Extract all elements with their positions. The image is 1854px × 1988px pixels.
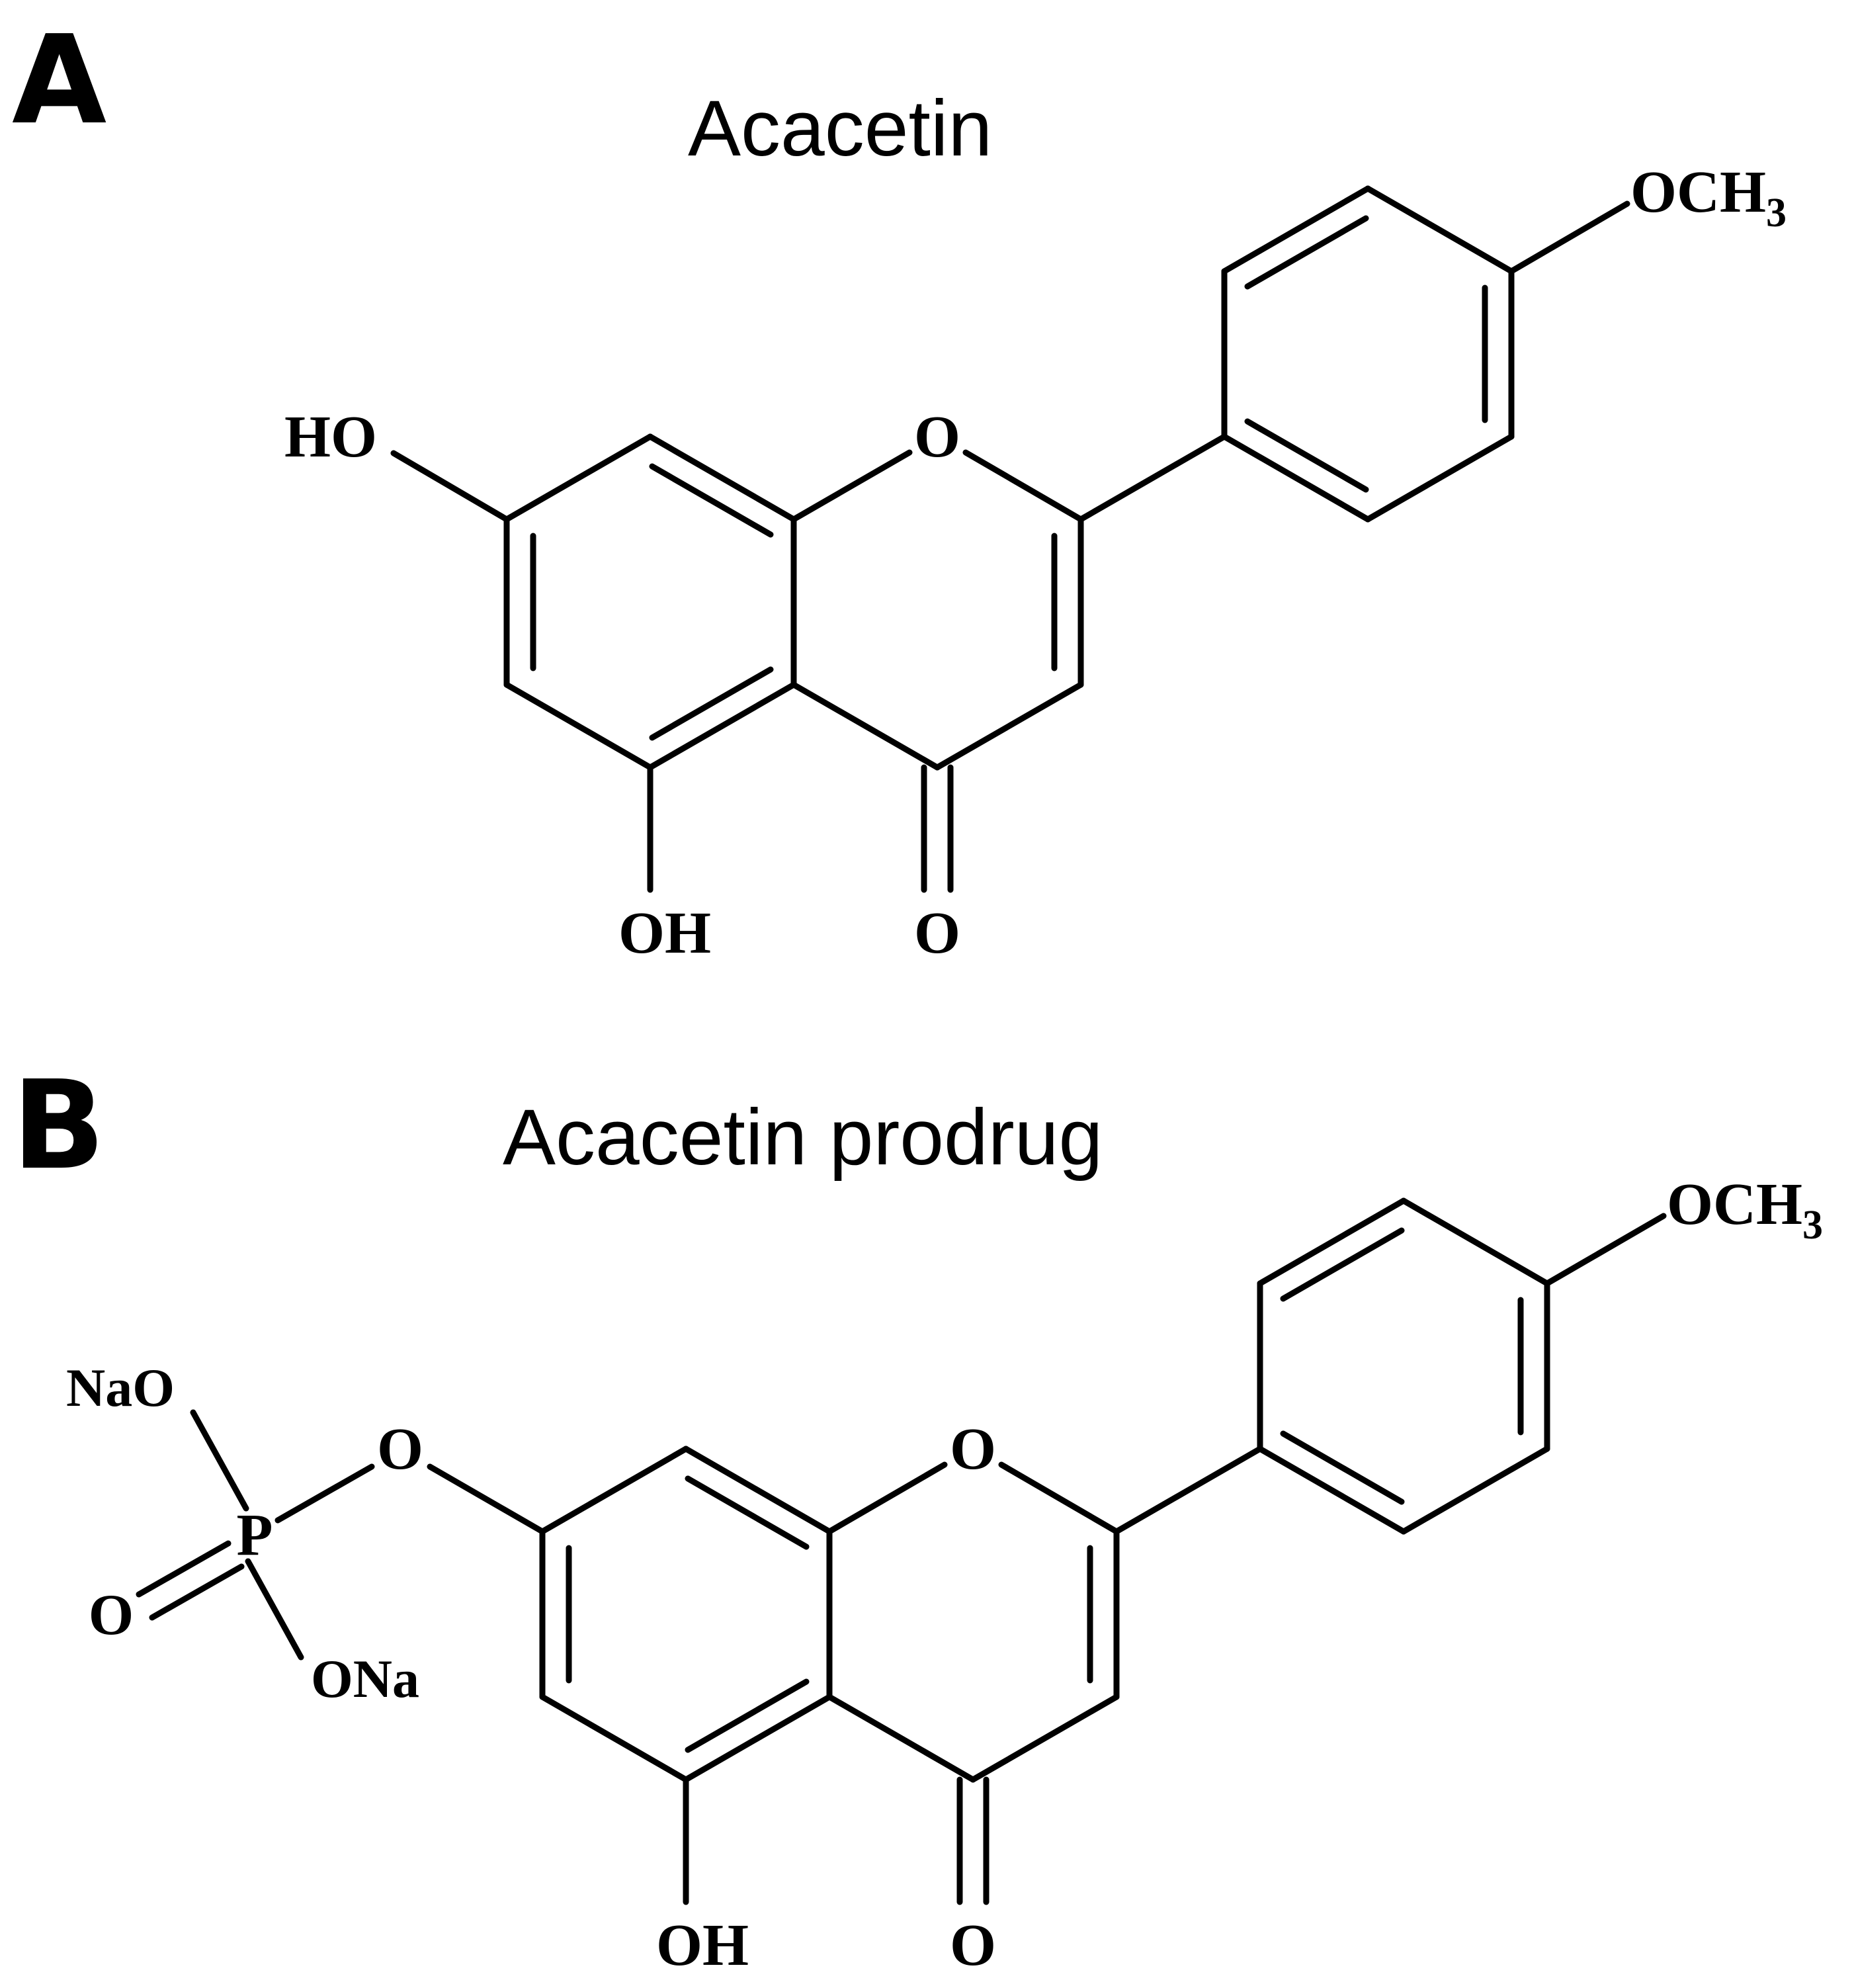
bond (1244, 418, 1369, 493)
ring-oxygen-label: O (950, 1416, 996, 1482)
bond (1365, 433, 1515, 523)
bond (683, 1446, 833, 1535)
bond (1077, 433, 1228, 523)
bond (1221, 433, 1371, 523)
panel-a-title: Acacetin (688, 84, 992, 173)
bond (647, 433, 797, 523)
bond (390, 450, 510, 523)
bond (962, 449, 1084, 523)
bond (427, 1463, 546, 1535)
phosphorus-label: P (237, 1502, 273, 1568)
bond (685, 1678, 810, 1753)
bond (1280, 1227, 1405, 1302)
acacetin-prodrug-structure: O O P NaO ONa O OH O OCH3 (66, 1172, 1823, 1978)
bond (1113, 1446, 1263, 1535)
ring-oxygen-label: O (914, 404, 960, 470)
bond (685, 1475, 810, 1550)
bond (934, 681, 1084, 771)
bond (245, 1558, 304, 1661)
bond (649, 463, 774, 538)
bond (790, 449, 913, 523)
bond (274, 1463, 375, 1524)
bond (1257, 1446, 1407, 1535)
methoxy-label: OCH3 (1667, 1172, 1823, 1248)
hydroxyl-5-label: OH (618, 900, 711, 966)
bond (190, 1409, 249, 1512)
bond (1257, 1197, 1407, 1287)
hydroxyl-5-label: OH (656, 1913, 749, 1978)
sodium-oxide-label: NaO (66, 1358, 175, 1418)
linker-oxygen-label: O (377, 1416, 423, 1482)
phosphoryl-oxygen-label: O (89, 1583, 134, 1647)
panel-letter-b: B (12, 1054, 105, 1197)
bond (136, 1540, 232, 1598)
bond (1244, 215, 1369, 290)
bond (826, 1694, 976, 1783)
bond (790, 681, 941, 771)
carbonyl-oxygen-label: O (914, 900, 960, 966)
bond (1280, 1430, 1405, 1505)
panel-a: A Acacetin (12, 9, 1787, 966)
panel-b: B Acacetin prodrug (12, 1054, 1823, 1978)
bond (826, 1461, 948, 1535)
oxide-sodium-label: ONa (311, 1649, 419, 1709)
bond (1400, 1446, 1550, 1535)
bond (1544, 1213, 1667, 1287)
bond (149, 1563, 245, 1621)
bond (539, 1446, 689, 1535)
panel-b-title: Acacetin prodrug (503, 1093, 1103, 1182)
bond (1365, 185, 1515, 275)
bond (970, 1694, 1120, 1783)
acacetin-structure: O HO OH O OCH3 (284, 159, 1787, 966)
bond (503, 433, 653, 523)
bond (649, 666, 774, 741)
carbonyl-oxygen-label: O (950, 1913, 996, 1978)
bond (683, 1694, 833, 1783)
bond (1400, 1197, 1550, 1287)
bond (1221, 185, 1371, 275)
bond (539, 1694, 689, 1783)
methoxy-label: OCH3 (1630, 159, 1787, 236)
hydroxyl-7-label: HO (284, 404, 377, 470)
panel-letter-a: A (12, 9, 106, 151)
bond (503, 681, 653, 771)
bond (1508, 200, 1630, 275)
bond (998, 1461, 1120, 1535)
bond (647, 681, 797, 771)
